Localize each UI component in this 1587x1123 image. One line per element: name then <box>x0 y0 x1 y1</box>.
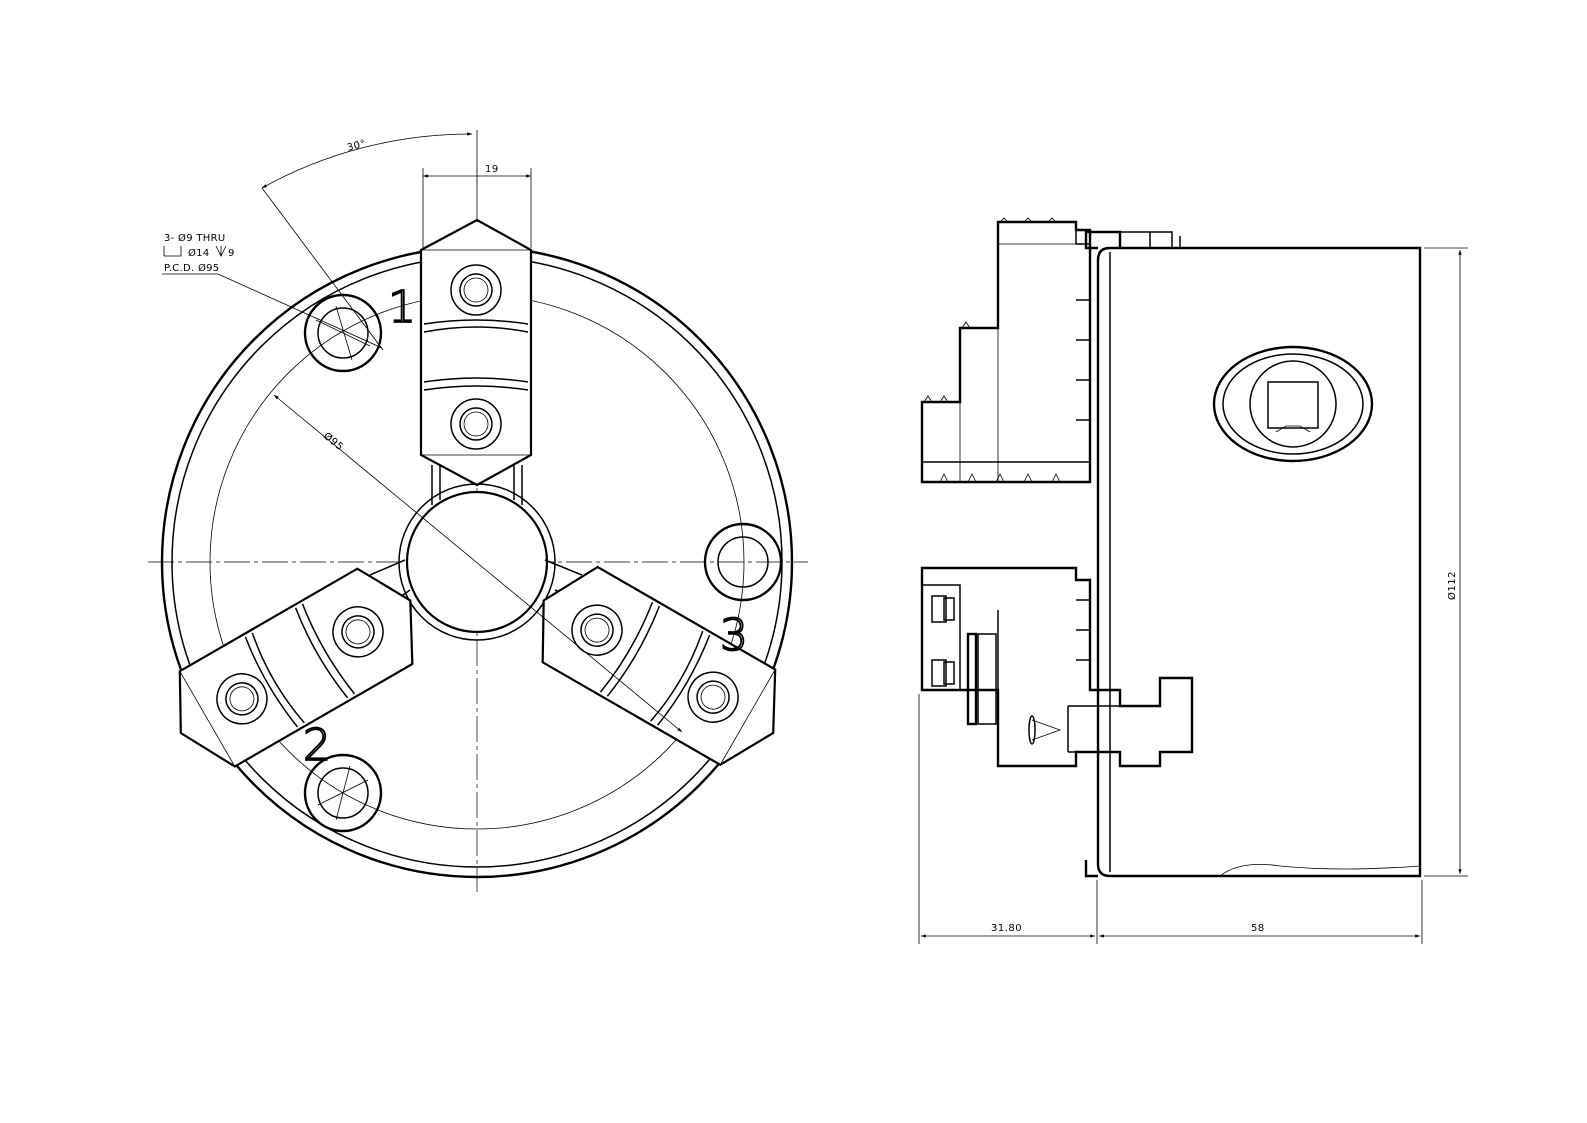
diameter-dim-text: Ø112 <box>1446 571 1458 600</box>
jaw-label-3: 3 <box>720 610 748 661</box>
jaw-1 <box>419 218 533 487</box>
angle-dimension: 30° <box>261 130 478 351</box>
jaw-label-1: 1 <box>388 282 416 333</box>
mounting-hole-1 <box>303 293 383 373</box>
depth-icon <box>215 245 227 257</box>
center-bore <box>405 490 549 634</box>
mounting-hole-2 <box>303 753 383 833</box>
jaw-label-2: 2 <box>303 720 331 771</box>
body-break-line <box>1219 864 1421 877</box>
callout-line-3: P.C.D. Ø95 <box>164 262 219 274</box>
side-view: Ø112 31.80 58 <box>918 217 1468 944</box>
front-view: 1 2 3 Ø95 19 30° 3- Ø9 THRU Ø14 <box>148 130 808 892</box>
callout-line-2-depth: 9 <box>228 248 235 259</box>
jaw-2 <box>178 567 414 768</box>
callout-line-2: Ø14 <box>188 247 210 259</box>
body-length-dimension: 58 <box>1099 880 1423 944</box>
angle-dim-text: 30° <box>346 138 367 154</box>
diameter-dimension: Ø112 <box>1424 247 1468 877</box>
jaw-3 <box>541 565 777 767</box>
jaw-width-dim-text: 19 <box>485 164 499 175</box>
key-socket <box>1212 345 1374 463</box>
pcd-dim-text: Ø95 <box>321 430 346 453</box>
hole-callout: 3- Ø9 THRU Ø14 9 P.C.D. Ø95 <box>162 232 383 349</box>
body-length-dim-text: 58 <box>1251 923 1265 934</box>
mounting-hole-3 <box>703 522 783 602</box>
chuck-body <box>1096 246 1422 878</box>
mounting-holes <box>303 293 783 833</box>
upper-jaw <box>920 217 1092 484</box>
callout-line-1: 3- Ø9 THRU <box>164 232 225 244</box>
jaw-protrusion-dim-text: 31.80 <box>991 923 1022 934</box>
lower-jaw <box>920 566 1194 768</box>
jaw-protrusion-dimension: 31.80 <box>918 694 1098 944</box>
flange-step <box>1120 231 1181 248</box>
